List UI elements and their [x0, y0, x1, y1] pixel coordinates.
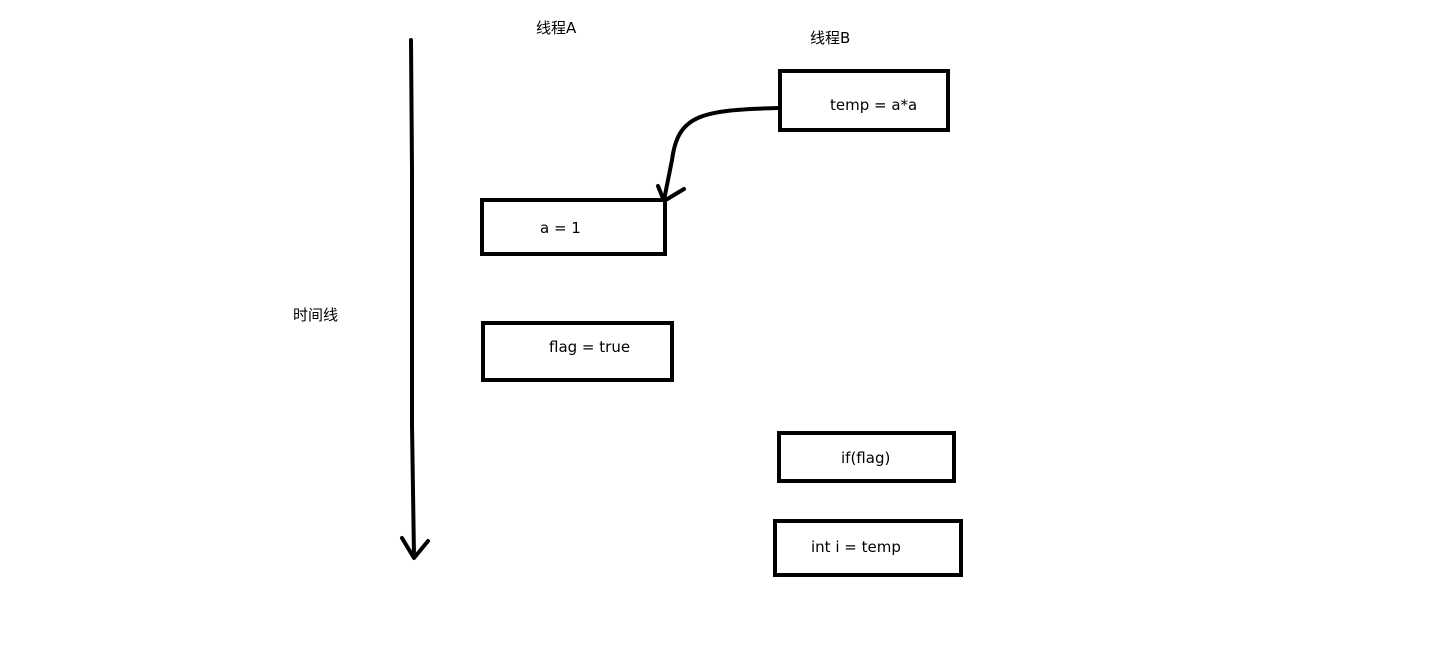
thread-b-step-assign-i: int i = temp [773, 519, 963, 577]
thread-a-step-assign-a: a = 1 [480, 198, 667, 256]
thread-b-step-check-flag: if(flag) [777, 431, 956, 483]
step-text: flag = true [549, 338, 631, 356]
step-text: int i = temp [811, 538, 901, 556]
reorder-curved-arrow-icon [656, 106, 781, 203]
thread-b-label: 线程B [810, 29, 851, 47]
thread-b-step-compute-temp: temp = a*a [778, 69, 950, 132]
step-text: temp = a*a [830, 96, 918, 114]
timeline-label: 时间线 [293, 306, 339, 324]
thread-a-step-set-flag: flag = true [481, 321, 674, 382]
thread-a-label: 线程A [536, 19, 577, 37]
step-text: if(flag) [841, 449, 891, 467]
timeline-arrow-icon [400, 38, 430, 560]
step-text: a = 1 [540, 219, 581, 237]
